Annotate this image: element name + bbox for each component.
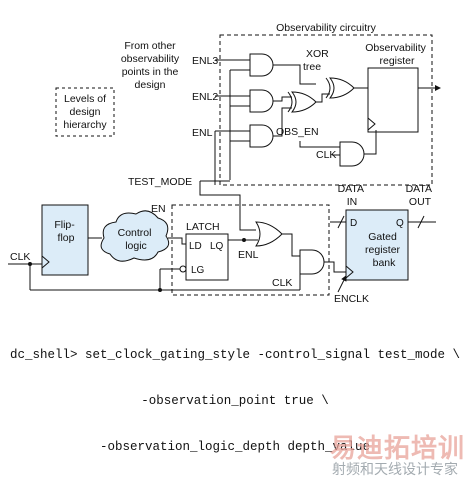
command-line-1: dc_shell> set_clock_gating_style -contro… xyxy=(9,348,461,362)
latch xyxy=(185,233,229,281)
command-line-3: -observation_logic_depth depth_value xyxy=(99,440,371,454)
enclk-label: ENCLK xyxy=(334,293,369,305)
or-gate-latch xyxy=(255,221,283,247)
en-label: EN xyxy=(151,203,166,215)
from-other-points-text: From other observability points in the d… xyxy=(121,40,180,91)
and-output-wires xyxy=(273,64,330,137)
clock-gating-diagram: Observability circuitry From other obser… xyxy=(8,22,441,305)
svg-text:From other: From other xyxy=(124,40,176,52)
data-wires xyxy=(330,215,436,229)
clk-input-label: CLK xyxy=(10,251,30,263)
xor-tree-label: XOR tree xyxy=(303,48,332,73)
and-gate-clock xyxy=(299,249,325,275)
obs-clock-wires xyxy=(299,130,377,156)
svg-text:design: design xyxy=(70,106,101,118)
enclk-wire xyxy=(324,261,346,273)
latch-lg: LG xyxy=(191,265,205,276)
watermark-subtitle: 射频和天线设计专家 xyxy=(332,462,458,478)
obs-register-label: Observability register xyxy=(365,42,429,67)
latch-lq: LQ xyxy=(210,241,224,252)
command-line-2: -observation_point true \ xyxy=(141,394,329,408)
enclk-arrow xyxy=(337,275,347,293)
latch-lg-inverter xyxy=(179,265,187,273)
clock-gate-box xyxy=(171,204,330,296)
enl-bottom-label: ENL xyxy=(238,249,259,261)
xor-gate-upper xyxy=(325,77,355,99)
observability-circuitry-label: Observability circuitry xyxy=(276,22,377,34)
svg-text:hierarchy: hierarchy xyxy=(63,119,107,131)
lq-junction xyxy=(242,238,246,242)
svg-text:design: design xyxy=(135,79,166,91)
or-to-and-wire xyxy=(282,233,300,257)
enl2-label: ENL2 xyxy=(192,91,218,103)
data-out-label: DATA OUT xyxy=(406,183,435,208)
and-gate-enl xyxy=(249,124,274,148)
en-wire xyxy=(168,237,186,245)
gated-register-bank xyxy=(345,209,409,281)
register-bank-clock-mark xyxy=(345,265,354,279)
test-mode-label: TEST_MODE xyxy=(128,176,192,188)
data-in-label: DATA IN xyxy=(338,183,367,208)
obs-clk-label: CLK xyxy=(316,149,336,161)
obs-input-wires xyxy=(214,59,250,185)
watermark-logo: 易迪拓培训 xyxy=(330,434,466,464)
obs-register-clock-mark xyxy=(367,117,376,131)
enl3-label: ENL3 xyxy=(192,55,218,67)
svg-text:points in the: points in the xyxy=(122,66,179,78)
levels-box xyxy=(55,87,115,137)
latch-ld: LD xyxy=(189,241,202,252)
svg-text:Levels of: Levels of xyxy=(64,93,106,105)
latch-title: LATCH xyxy=(186,221,220,233)
test-mode-down xyxy=(199,181,256,231)
control-logic-cloud xyxy=(100,210,170,262)
xor-gate-lower xyxy=(287,91,317,113)
and-gate-enl2 xyxy=(249,89,274,113)
obs-en-label: OBS_EN xyxy=(276,126,319,138)
register-d-label: D xyxy=(350,218,357,229)
levels-text: Levels of design hierarchy xyxy=(63,93,107,131)
enl-label: ENL xyxy=(192,127,213,139)
flip-flop xyxy=(41,204,89,276)
observability-circuitry-box xyxy=(219,34,433,186)
flip-flop-clock-mark xyxy=(41,255,50,269)
and-gate-enl3 xyxy=(249,53,274,77)
obs-clock-and-gate xyxy=(339,141,365,167)
clk-bottom-label: CLK xyxy=(272,277,292,289)
svg-text:observability: observability xyxy=(121,53,180,65)
flip-flop-label: Flip- flop xyxy=(54,219,77,244)
observability-register xyxy=(367,67,419,133)
control-logic-label: Control logic xyxy=(118,227,155,252)
gated-register-label: Gated register bank xyxy=(365,231,403,269)
clk-main-wires xyxy=(8,263,301,291)
clk-junction-1 xyxy=(28,262,32,266)
clk-junction-2 xyxy=(158,288,162,292)
register-q-label: Q xyxy=(396,218,404,229)
